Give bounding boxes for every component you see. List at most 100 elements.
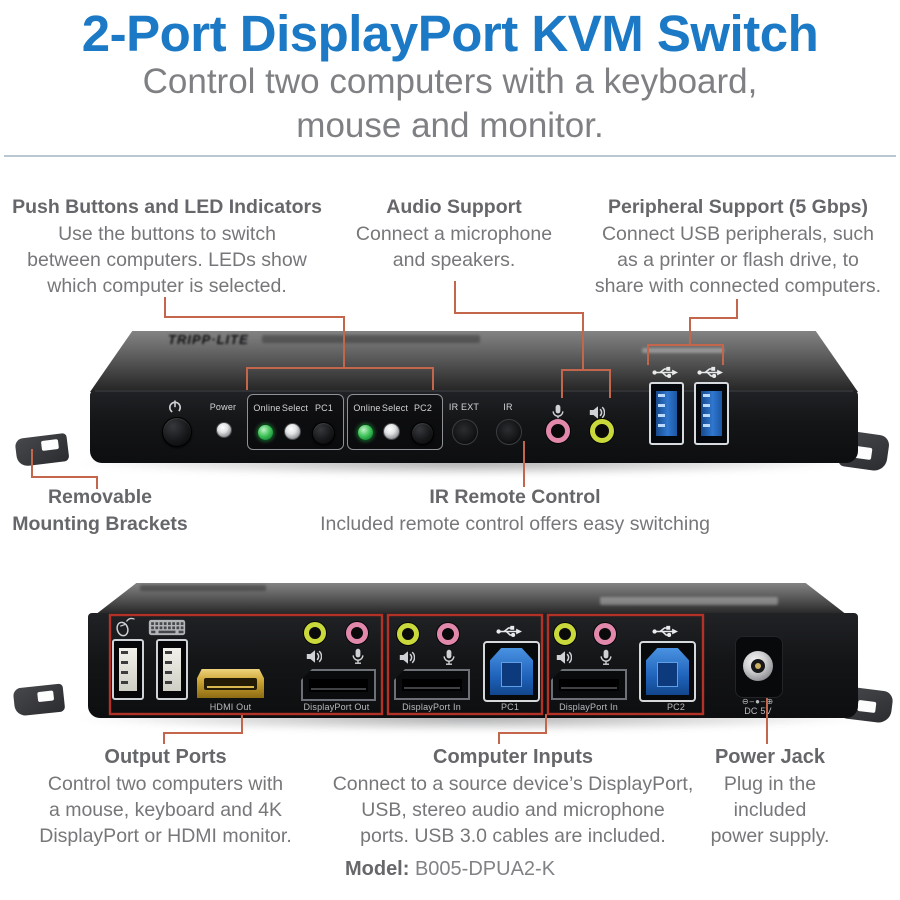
power-label: Power xyxy=(209,402,237,412)
pc2-select-button xyxy=(411,422,434,445)
line-out-jack xyxy=(304,622,326,644)
pc1-displayport-in-label: DisplayPort In xyxy=(402,702,461,712)
callout-peripheral-line: share with connected computers. xyxy=(594,275,882,297)
online-led xyxy=(257,424,274,441)
callout-output-line: Control two computers with xyxy=(47,773,284,795)
pc1-inputs-outline-box xyxy=(386,613,544,716)
pc1-mic-jack xyxy=(437,623,459,645)
callout-push-buttons-title: Push Buttons and LED Indicators xyxy=(12,196,322,218)
online-label: Online xyxy=(353,403,381,413)
speaker-jack xyxy=(590,419,614,443)
online-led xyxy=(357,424,374,441)
output-ports-outline-box xyxy=(108,613,384,716)
back-device-top-face xyxy=(95,583,847,615)
pc2-port-label: PC2 xyxy=(666,702,686,712)
callout-audio-line: Connect a microphone xyxy=(355,223,553,245)
callout-power-line: included xyxy=(733,799,807,821)
callout-push-buttons-line: between computers. LEDs show xyxy=(27,249,307,271)
audio-callout-bracket xyxy=(561,369,611,398)
power-led xyxy=(216,422,232,438)
computer-inputs-callout-line xyxy=(498,714,547,744)
usb3-port-1 xyxy=(649,382,684,445)
page-title: 2-Port DisplayPort KVM Switch xyxy=(81,5,819,62)
page-subtitle-line2: mouse and monitor. xyxy=(296,106,604,145)
ir-label: IR xyxy=(503,402,513,412)
displayport-out-label: DisplayPort Out xyxy=(303,702,370,712)
ir-ext-jack xyxy=(452,419,478,445)
mounting-bracket-callout-line xyxy=(31,449,98,489)
callout-mounting-title-line2: Mounting Brackets xyxy=(12,513,188,535)
callout-audio: Audio Support Connect a microphone and s… xyxy=(337,194,571,273)
usb3-port-2 xyxy=(694,382,729,445)
callout-peripheral: Peripheral Support (5 Gbps) Connect USB … xyxy=(576,194,900,299)
callout-ir-remote-title: IR Remote Control xyxy=(429,486,601,508)
callout-inputs-line: Connect to a source device’s DisplayPort… xyxy=(332,773,694,795)
callout-push-buttons-line: which computer is selected. xyxy=(47,275,287,297)
page-subtitle-line1: Control two computers with a keyboard, xyxy=(142,62,758,101)
top-face-printing xyxy=(600,597,778,605)
front-device-top-face xyxy=(90,331,858,392)
callout-peripheral-title: Peripheral Support (5 Gbps) xyxy=(607,196,869,218)
pc1-port-label: PC1 xyxy=(500,702,520,712)
select-led xyxy=(383,423,400,440)
callout-peripheral-line: as a printer or flash drive, to xyxy=(617,249,859,271)
model-value: B005-DPUA2-K xyxy=(414,858,556,880)
callout-inputs-line: ports. USB 3.0 cables are included. xyxy=(360,825,666,847)
pc1-usb-b-port xyxy=(483,641,540,702)
callout-power-jack: Power Jack Plug in the included power su… xyxy=(700,744,840,849)
callout-mounting-title-line1: Removable xyxy=(47,486,153,508)
model-line: Model: B005-DPUA2-K xyxy=(0,858,900,881)
audio-callout-line xyxy=(454,281,584,370)
header-divider xyxy=(4,155,896,157)
pc2-usb-b-port xyxy=(639,641,696,702)
callout-ir-remote-body: Included remote control offers easy swit… xyxy=(320,513,710,535)
callout-inputs-title: Computer Inputs xyxy=(433,746,593,768)
mic-out-jack xyxy=(346,622,368,644)
keyboard-usb-port xyxy=(156,639,188,700)
online-label: Online xyxy=(253,403,281,413)
pc2-displayport-in-label: DisplayPort In xyxy=(559,702,618,712)
microphone-jack xyxy=(546,419,570,443)
select-label: Select xyxy=(381,403,409,413)
pc1-label: PC1 xyxy=(314,403,334,413)
back-device-front-face xyxy=(88,613,858,718)
callout-computer-inputs: Computer Inputs Connect to a source devi… xyxy=(323,744,703,849)
callout-audio-title: Audio Support xyxy=(386,196,522,218)
callout-ir-remote: IR Remote Control Included remote contro… xyxy=(265,484,765,537)
push-buttons-callout-bracket xyxy=(246,367,434,390)
top-face-printing xyxy=(140,585,266,591)
callout-push-buttons-line: Use the buttons to switch xyxy=(58,223,276,245)
ir-receiver-jack xyxy=(496,419,522,445)
hdmi-out-label: HDMI Out xyxy=(209,702,252,712)
pc1-button-group: Online Select PC1 xyxy=(247,394,344,450)
callout-peripheral-line: Connect USB peripherals, such xyxy=(601,223,875,245)
dc-5v-label: DC 5V xyxy=(744,706,772,716)
top-face-printing xyxy=(262,335,480,343)
mouse-usb-port xyxy=(112,639,144,700)
pc2-audio-jack xyxy=(554,623,576,645)
pc2-mic-jack xyxy=(594,623,616,645)
push-buttons-callout-line xyxy=(164,297,345,368)
select-label: Select xyxy=(281,403,309,413)
callout-mounting-brackets: Removable Mounting Brackets xyxy=(5,484,195,538)
callout-power-title: Power Jack xyxy=(714,746,826,768)
callout-output-line: a mouse, keyboard and 4K xyxy=(48,799,283,821)
select-led xyxy=(284,423,301,440)
callout-inputs-line: USB, stereo audio and microphone xyxy=(361,799,665,821)
front-device-seam xyxy=(95,390,853,392)
callout-output-line: DisplayPort or HDMI monitor. xyxy=(39,825,292,847)
peripheral-callout-bracket xyxy=(647,344,724,365)
brand-logo: TRIPP·LITE xyxy=(168,332,249,347)
pc2-displayport-in-port xyxy=(551,669,627,700)
callout-power-line: Plug in the xyxy=(723,773,817,795)
power-polarity-symbol: ⊖–●–⊕ xyxy=(741,697,775,706)
model-label: Model: xyxy=(344,858,410,880)
peripheral-callout-line xyxy=(689,299,738,345)
callout-output-ports: Output Ports Control two computers with … xyxy=(8,744,323,849)
output-ports-callout-line xyxy=(163,714,243,744)
callout-push-buttons: Push Buttons and LED Indicators Use the … xyxy=(0,194,334,299)
callout-audio-line: and speakers. xyxy=(392,249,516,271)
pc2-button-group: Online Select PC2 xyxy=(347,394,443,450)
pc1-displayport-in-port xyxy=(394,669,470,700)
